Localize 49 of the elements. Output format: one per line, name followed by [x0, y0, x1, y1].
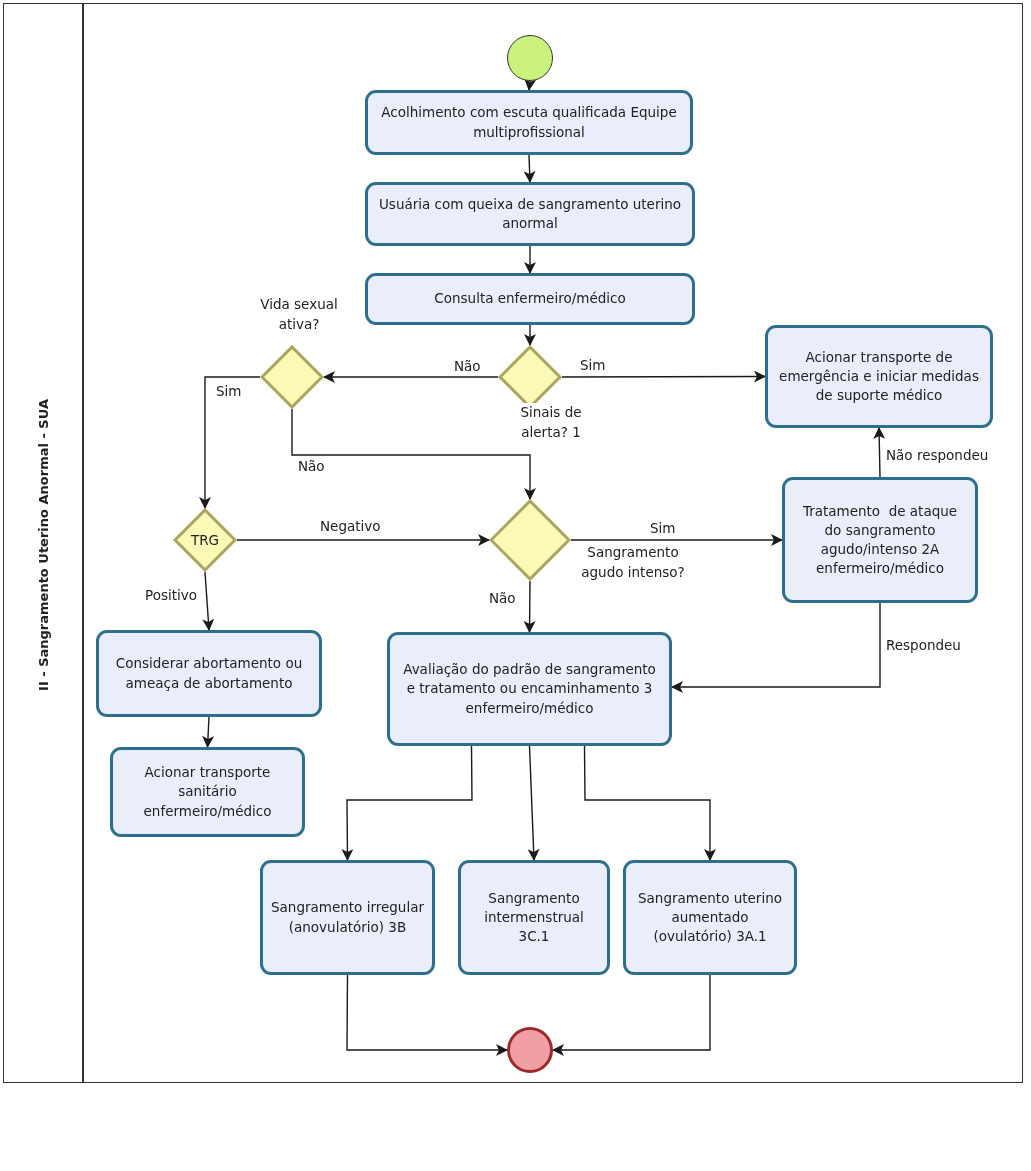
process-text: Consulta enfermeiro/médico [434, 289, 626, 309]
process-text: Tratamento de ataque do sangramento agudo/intenso 2A enfermeiro/médico [801, 501, 959, 579]
decision-label: TRG [190, 532, 220, 548]
arrow [341, 745, 473, 861]
arrow [873, 427, 886, 478]
arrow [236, 534, 490, 546]
edge-label: Negativo [318, 518, 383, 535]
arrow [523, 154, 536, 183]
arrow [202, 571, 215, 631]
arrow [527, 745, 540, 861]
arrow [524, 245, 536, 274]
process-box [96, 630, 322, 717]
process-box [365, 182, 695, 246]
edge-label: Não respondeu [884, 447, 991, 464]
process-text: Acionar transporte sanitário enfermeiro/médico [142, 763, 273, 821]
arrow [291, 408, 536, 500]
arrow [552, 974, 711, 1056]
arrow [583, 745, 716, 861]
process-box [765, 325, 993, 428]
process-text: Acionar transporte de emergência e iniciar medidas de suporte médico [778, 347, 980, 406]
process-text: Sangramento irregular (anovulatório) 3B [271, 898, 424, 937]
arrow [346, 974, 508, 1056]
arrow [323, 371, 499, 383]
process-text: Usuária com queixa de sangramento uterino anormal [378, 194, 682, 233]
arrow [570, 534, 783, 546]
process-box [782, 477, 978, 603]
arrow [199, 376, 261, 509]
arrow [202, 716, 215, 748]
arrow [561, 370, 766, 383]
process-text: Considerar abortamento ou ameaça de abortamento [114, 654, 304, 693]
lane-title: II - Sangramento Uterino Anormal - SUA [35, 399, 51, 691]
arrow [523, 580, 536, 633]
process-box [623, 860, 797, 975]
process-box [458, 860, 610, 975]
arrow [524, 78, 537, 91]
process-box [365, 273, 695, 325]
end-event-circle [507, 1027, 553, 1073]
process-box [260, 860, 435, 975]
process-box [110, 747, 305, 837]
arrow [524, 324, 536, 346]
start-event-circle [507, 35, 553, 81]
process-box [387, 632, 672, 746]
process-text: Sangramento uterino aumentado (ovulatório) 3A.1 [637, 888, 783, 947]
arrow [671, 602, 881, 693]
process-text: Avaliação do padrão de sangramento e tratamento ou encaminhamento 3 enfermeiro/médico [402, 660, 657, 718]
process-text: Acolhimento com escuta qualificada Equipe multiprofissional [380, 103, 678, 142]
process-box [365, 90, 693, 155]
process-text: Sangramento intermenstrual 3C.1 [483, 888, 585, 947]
edge-label: Respondeu [884, 637, 963, 654]
